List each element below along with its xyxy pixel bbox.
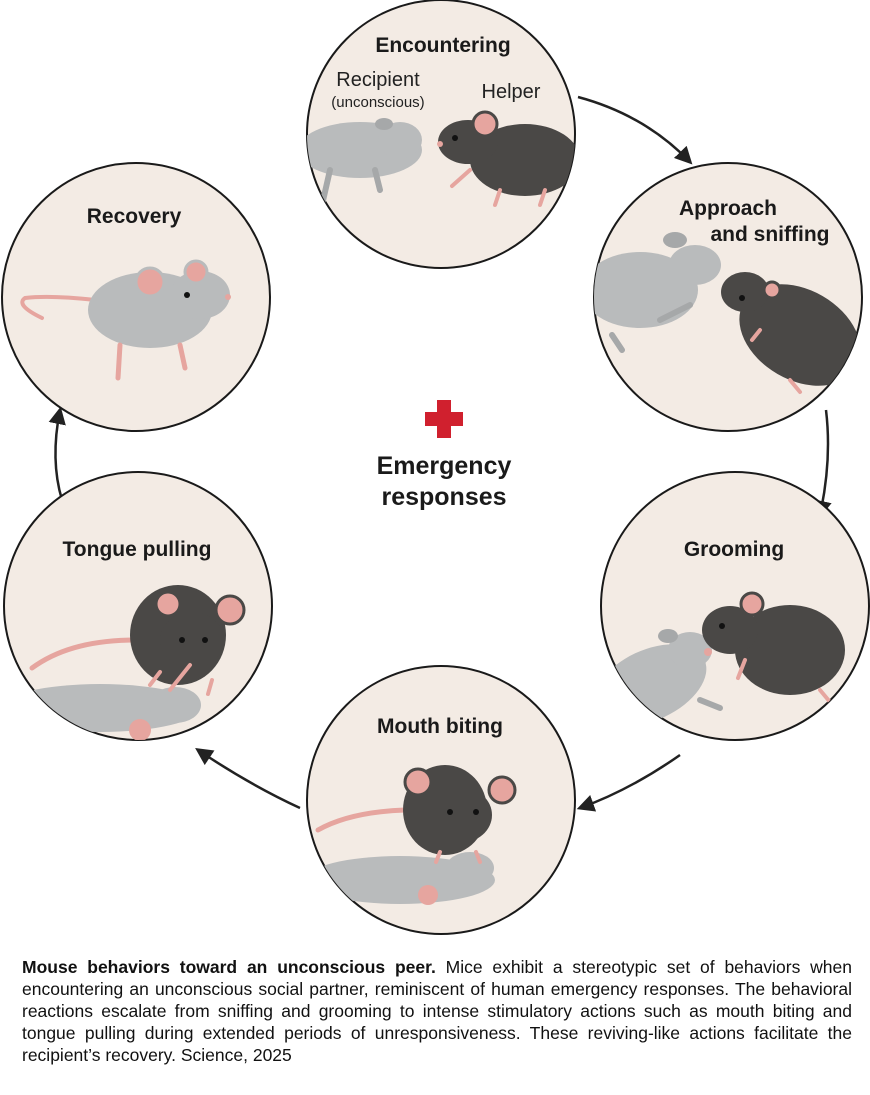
caption-title: Mouse behaviors toward an unconscious pe… [22,957,436,977]
recipient-mouse [307,852,495,905]
stage-approach-title-line2: and sniffing [711,223,830,246]
emergency-response-cycle-diagram: Encountering Recipient (unconscious) Hel… [1,0,870,935]
stage-approach-title-line1: Approach [679,197,777,220]
helper-mouse [315,765,517,864]
helper-label: Helper [482,81,541,103]
stage-tongue-pulling: Tongue pulling [3,471,273,741]
recipient-mouse [594,232,721,353]
stage-recovery: Recovery [1,162,271,432]
stage-grooming-title: Grooming [684,538,784,561]
recovered-mouse [20,259,231,381]
red-cross-icon [425,400,463,438]
helper-mouse [721,272,861,394]
stage-mouth-biting: Mouth biting [306,665,576,935]
helper-mouse [702,591,845,704]
arrow-encountering-to-approach [577,95,693,165]
helper-mouse [437,110,575,207]
stage-approach-sniffing: Approach and sniffing [593,162,863,432]
stage-recovery-title: Recovery [87,205,182,228]
arrow-approach-to-grooming [814,409,832,519]
helper-mouse [29,585,246,696]
center-emergency-label: Emergency responses [377,400,512,511]
arrow-mouth-biting-to-tongue-pulling [195,748,301,810]
stage-tongue-pulling-title: Tongue pulling [63,538,212,561]
caption-body: Mice exhibit a stereotypic set of behavi… [22,957,852,1065]
stage-grooming: Grooming [600,471,870,741]
recipient-sublabel: (unconscious) [331,94,424,111]
stage-mouth-biting-title: Mouth biting [377,715,503,738]
arrow-tongue-pulling-to-recovery [48,406,66,501]
arrow-grooming-to-mouth-biting [576,753,681,812]
center-label-line1: Emergency [377,452,512,480]
stage-encountering-title: Encountering [375,34,510,57]
center-label-line2: responses [381,483,506,511]
cycle-arrows [48,95,832,812]
recipient-label: Recipient [336,69,420,91]
stage-encountering: Encountering Recipient (unconscious) Hel… [306,0,576,269]
figure-caption: Mouse behaviors toward an unconscious pe… [22,956,852,1066]
